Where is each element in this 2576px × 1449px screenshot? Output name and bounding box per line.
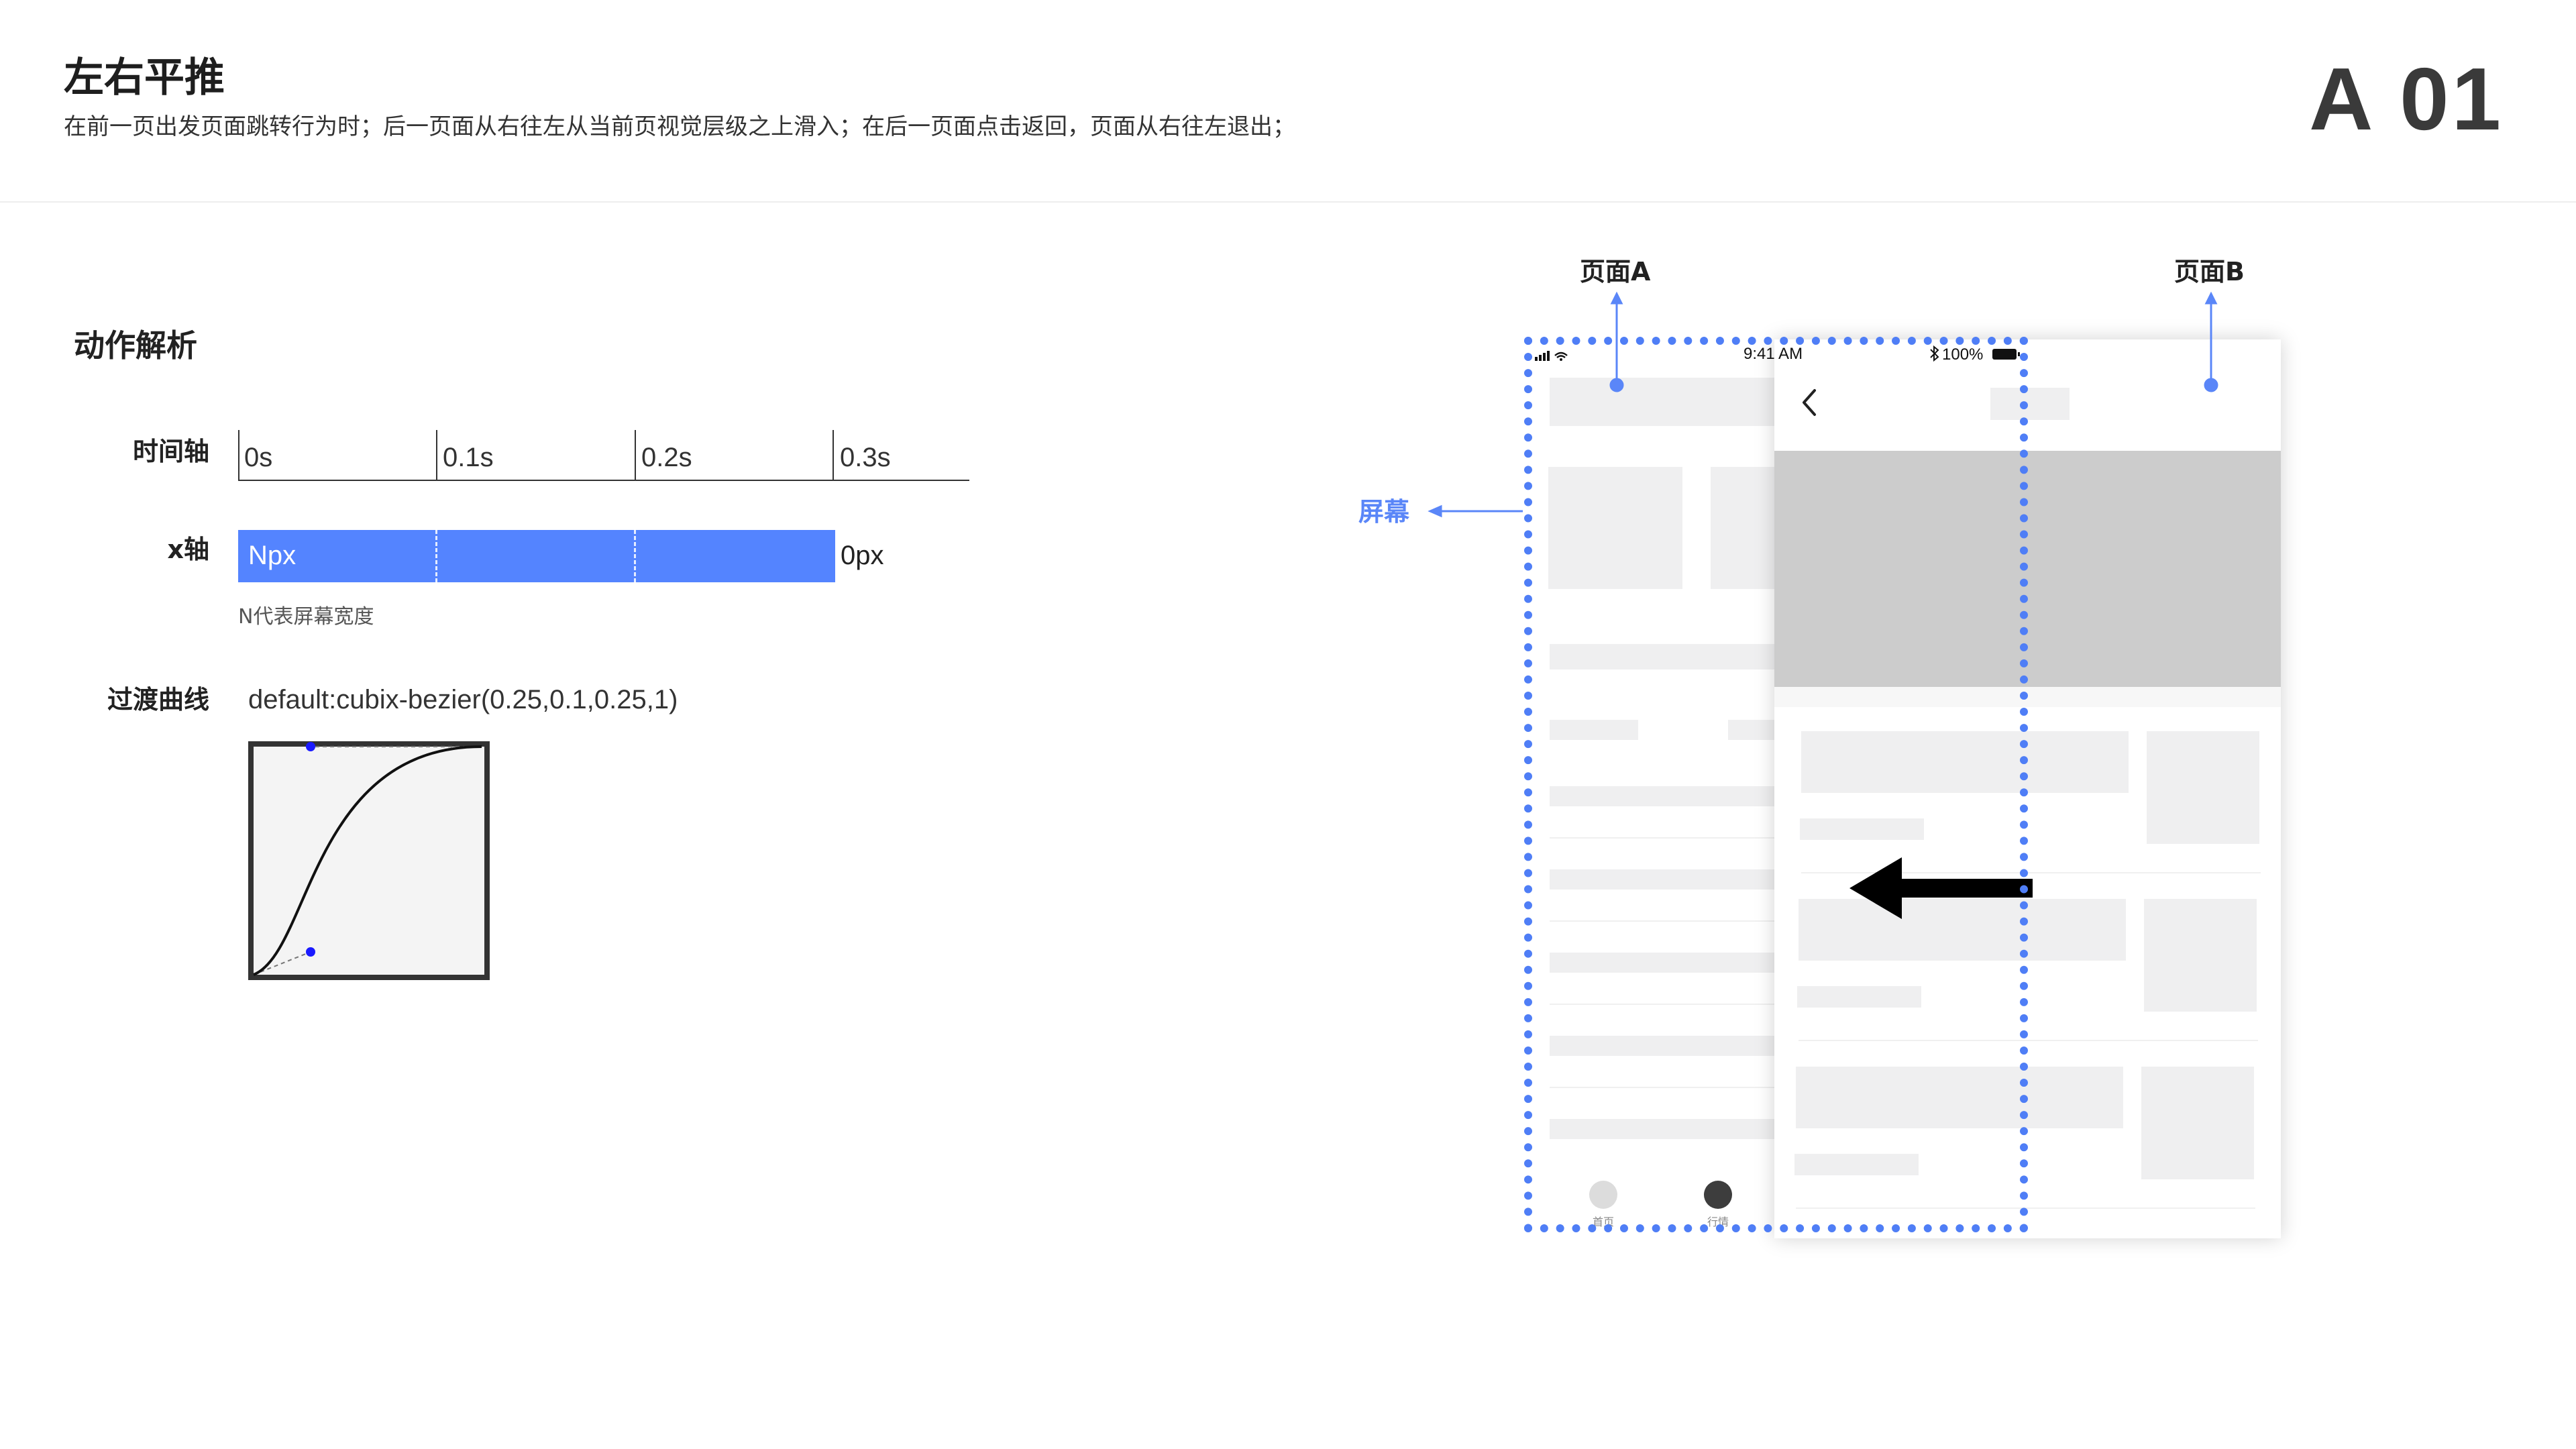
screen-arrowhead (1428, 504, 1442, 518)
skeleton-divider (1550, 1087, 1778, 1088)
battery-percent: 100% (1942, 345, 1984, 364)
skeleton-divider (1801, 872, 2261, 873)
skeleton-thumb (2147, 731, 2259, 844)
control-point-1 (306, 947, 315, 957)
skeleton-divider (1550, 920, 1778, 922)
x-axis-start-value: Npx (248, 541, 297, 570)
slide-direction-arrow-icon (1848, 856, 2036, 923)
skeleton-divider (1550, 1004, 1778, 1005)
page-b-arrowhead (2204, 291, 2218, 305)
skeleton-card (1548, 467, 1682, 589)
bezier-curve (253, 745, 482, 976)
skeleton-header (1550, 378, 1778, 426)
page-code: A 01 (2309, 50, 2504, 148)
curve-value: default:cubix-bezier(0.25,0.1,0.25,1) (248, 685, 678, 714)
skeleton-thumb (2144, 899, 2257, 1012)
timeline-tick (833, 430, 834, 481)
control-point-2 (306, 742, 315, 751)
battery-icon (1992, 347, 2021, 364)
timeline-tick-label: 0.1s (443, 443, 494, 472)
x-axis-note: N代表屏幕宽度 (238, 605, 374, 629)
skeleton-line (1794, 1154, 1919, 1175)
skeleton-block (1799, 899, 2126, 961)
page-a: 首页 行情 (1523, 341, 1791, 1236)
skeleton-block (1801, 731, 2129, 793)
x-axis-divider (435, 530, 437, 582)
curve-frame (248, 741, 490, 980)
skeleton-line (1550, 1036, 1778, 1056)
x-axis-divider (634, 530, 636, 582)
skeleton-thumb (2141, 1067, 2254, 1179)
page-a-anchor (1609, 378, 1624, 392)
bezier-curve-graph (248, 741, 490, 980)
skeleton-line (1550, 644, 1778, 669)
curve-label: 过渡曲线 (107, 685, 209, 714)
skeleton-line (1550, 786, 1778, 806)
x-axis-bar: Npx (238, 530, 835, 582)
back-arrow-icon[interactable] (1800, 388, 1819, 420)
timeline-tick-label: 0.3s (840, 443, 891, 472)
x-axis-label: x轴 (167, 535, 209, 564)
timeline-tick-label: 0.2s (641, 443, 692, 472)
screen-frame (1524, 337, 2028, 1232)
header-divider (0, 201, 2576, 203)
signal-icon (1534, 347, 1574, 365)
page-b-anchor (2204, 378, 2218, 392)
timeline-tick (238, 430, 239, 481)
screen-label: 屏幕 (1358, 497, 1410, 527)
control-line-start (253, 951, 311, 975)
page-title: 左右平推 (64, 54, 225, 101)
bluetooth-icon (1929, 345, 1941, 365)
timeline-tick-label: 0s (244, 443, 273, 472)
timeline-tick (635, 430, 636, 481)
timeline-tick (436, 430, 437, 481)
section-title: 动作解析 (74, 327, 197, 364)
page-subtitle: 在前一页出发页面跳转行为时；后一页面从右往左从当前页视觉层级之上滑入；在后一页面… (64, 113, 1295, 140)
skeleton-line (1550, 1119, 1778, 1139)
skeleton-line (1550, 869, 1778, 890)
status-time: 9:41 AM (1743, 345, 1803, 363)
skeleton-line (1550, 953, 1778, 973)
x-axis-end-value: 0px (841, 541, 884, 570)
skeleton-title (1990, 388, 2070, 420)
skeleton-line (1550, 720, 1638, 740)
skeleton-line (1797, 986, 1921, 1008)
page-a-label: 页面A (1580, 257, 1651, 286)
skeleton-divider (1799, 1040, 2258, 1041)
market-tab-icon (1704, 1181, 1732, 1209)
skeleton-line (1728, 720, 1778, 740)
skeleton-divider (1550, 837, 1778, 839)
skeleton-block (1796, 1067, 2123, 1128)
timeline-label: 时间轴 (132, 437, 209, 466)
home-tab-icon (1589, 1181, 1617, 1209)
timeline-axis (238, 480, 969, 481)
page-b-label: 页面B (2174, 257, 2245, 286)
skeleton-line (1800, 818, 1924, 840)
page-a-arrowhead (1610, 291, 1623, 305)
